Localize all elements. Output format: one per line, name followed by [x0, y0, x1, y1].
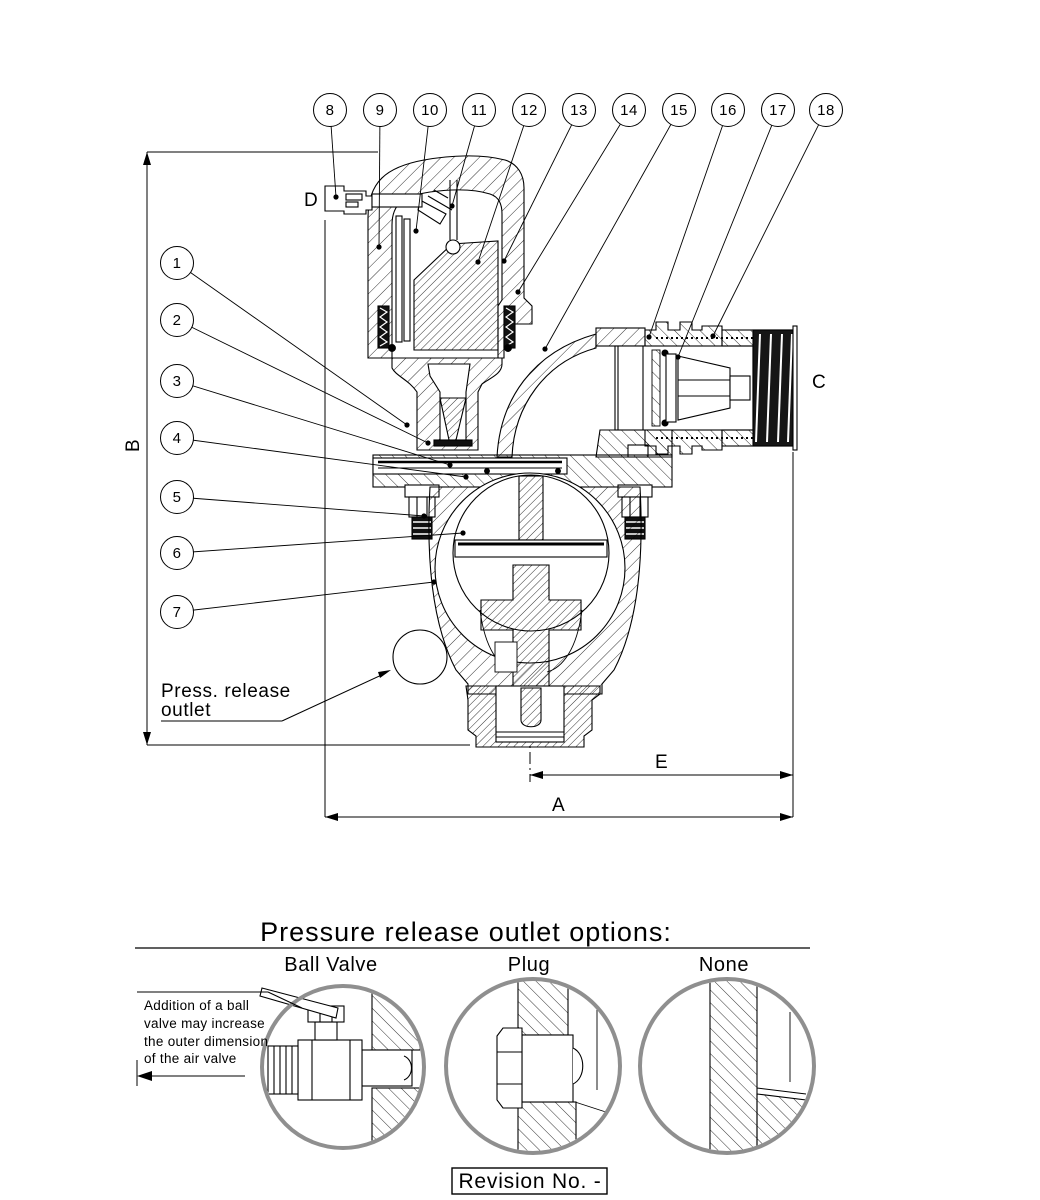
callout-number-8: 8	[326, 102, 335, 119]
dimension-label-b: B	[123, 438, 144, 452]
detail-circle-plug	[444, 977, 622, 1155]
option-detail-none	[709, 981, 812, 1151]
ball-valve-note: Addition of a ball valve may increase th…	[136, 991, 303, 1086]
revision-label: Revision No. -	[458, 1170, 601, 1193]
note-line-3: the outer dimension	[144, 1034, 268, 1049]
dimension-lines	[146, 151, 794, 818]
callout-number-1: 1	[173, 255, 182, 272]
callout-number-7: 7	[173, 604, 182, 621]
callout-number-18: 18	[817, 102, 835, 119]
callout-number-15: 15	[670, 102, 688, 119]
callout-balloons	[160, 93, 843, 629]
dimension-label-c: C	[812, 372, 827, 393]
callout-number-5: 5	[173, 489, 182, 506]
note-line-1: Addition of a ball	[144, 998, 249, 1013]
callout-number-14: 14	[620, 102, 638, 119]
callout-6	[160, 536, 194, 570]
detail-circle-ball-valve	[260, 984, 426, 1150]
callout-number-3: 3	[173, 373, 182, 390]
option-label-none: None	[699, 954, 749, 976]
callout-7	[160, 595, 194, 629]
outlet-fitting-d	[324, 185, 423, 215]
detail-circle-none	[638, 977, 816, 1155]
callout-18	[809, 93, 843, 127]
callout-leader-lines	[176, 109, 827, 613]
valve-body-section	[392, 472, 642, 701]
callout-number-17: 17	[769, 102, 787, 119]
inlet-port-c	[614, 321, 798, 455]
callout-12	[512, 93, 546, 127]
callout-16	[711, 93, 745, 127]
press-release-leader	[161, 670, 391, 722]
callout-11	[462, 93, 496, 127]
callout-17	[761, 93, 795, 127]
dimension-label-d: D	[304, 190, 319, 211]
dimension-label-e: E	[655, 752, 669, 773]
callout-15	[662, 93, 696, 127]
dimension-label-a: A	[552, 795, 566, 816]
callout-number-9: 9	[376, 102, 385, 119]
ball-valve-handle	[259, 987, 339, 1019]
bottom-inlet-section	[465, 685, 601, 748]
valve-cap-section	[367, 155, 533, 359]
callout-number-10: 10	[421, 102, 439, 119]
callout-3	[160, 364, 194, 398]
callout-1	[160, 246, 194, 280]
callout-number-12: 12	[520, 102, 538, 119]
callout-numbers: 1 2 3 4 5 6 7 8 9 10 11 12 13 14 15 16 1…	[173, 102, 835, 621]
callout-10	[413, 93, 447, 127]
note-line-4: of the air valve	[144, 1051, 237, 1066]
callout-13	[562, 93, 596, 127]
press-release-label-line2: outlet	[161, 700, 211, 721]
callout-2	[160, 303, 194, 337]
options-section-title: Pressure release outlet options:	[260, 917, 672, 947]
note-line-2: valve may increase	[144, 1016, 265, 1031]
valve-assembly	[324, 155, 798, 748]
callout-4	[160, 421, 194, 455]
option-detail-plug	[496, 981, 613, 1151]
valve-neck-section	[391, 357, 503, 451]
option-label-plug: Plug	[508, 954, 550, 976]
callout-number-11: 11	[471, 102, 488, 119]
option-label-ball-valve: Ball Valve	[284, 954, 377, 976]
callout-number-4: 4	[173, 430, 182, 447]
revision-block: Revision No. -	[451, 1167, 608, 1195]
callout-number-6: 6	[173, 545, 182, 562]
leader-dots	[333, 194, 716, 585]
callout-number-16: 16	[719, 102, 737, 119]
callout-8	[313, 93, 347, 127]
elbow-section	[496, 327, 673, 458]
dimension-arrowheads	[143, 152, 793, 821]
press-release-outlet-boss	[392, 629, 448, 685]
callout-9	[363, 93, 397, 127]
callout-14	[612, 93, 646, 127]
callout-5	[160, 480, 194, 514]
callout-number-13: 13	[570, 102, 588, 119]
callout-number-2: 2	[173, 312, 182, 329]
press-release-label-line1: Press. release	[161, 681, 291, 702]
